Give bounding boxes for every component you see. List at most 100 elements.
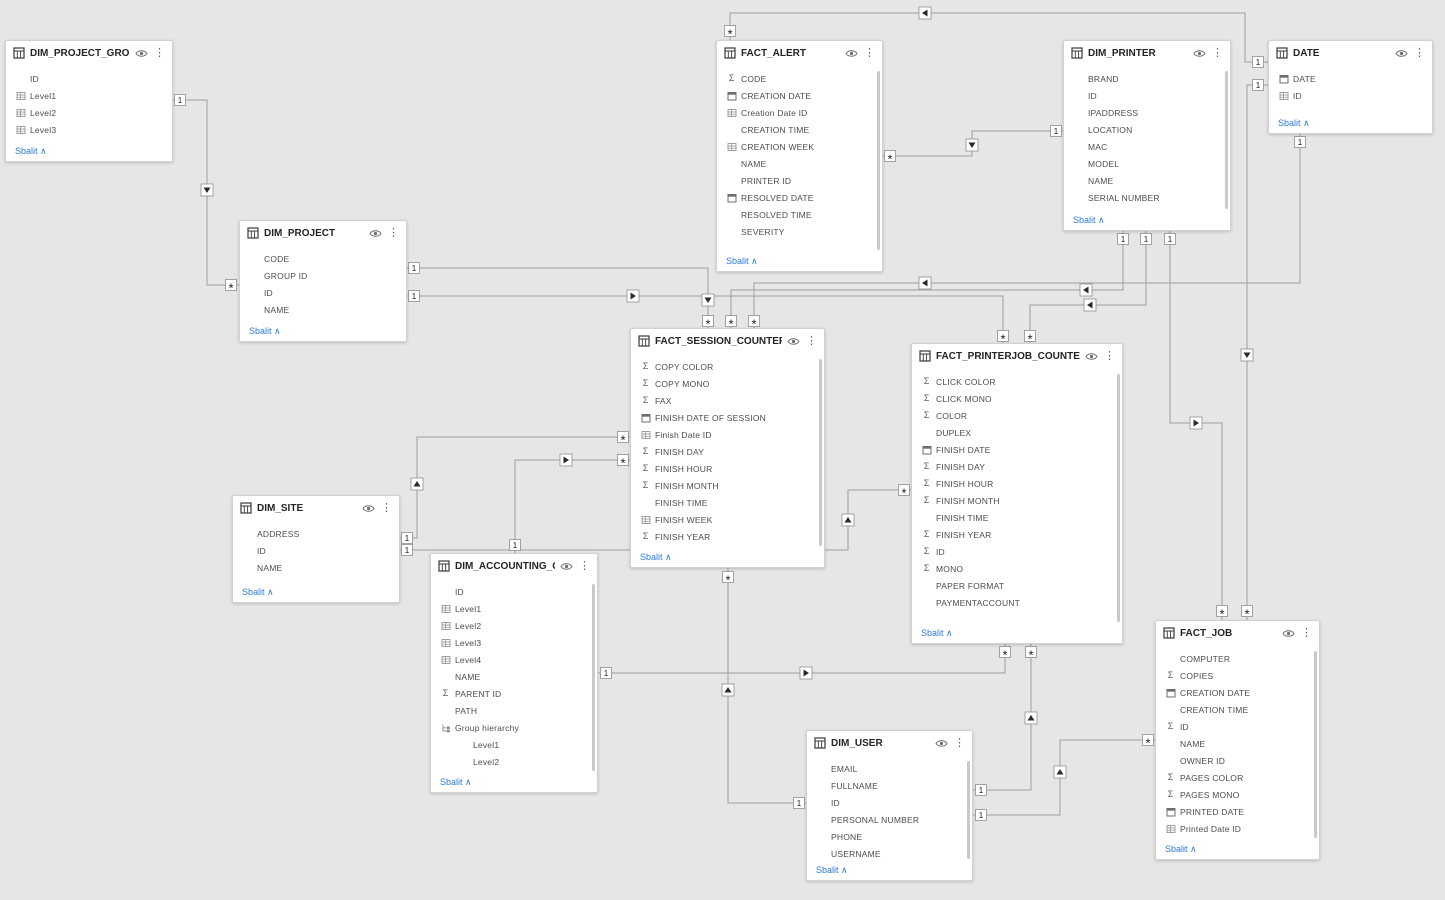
visibility-eye-icon[interactable] [935,739,948,748]
field-row[interactable]: CREATION TIME [1156,701,1319,718]
table-header[interactable]: FACT_SESSION_COUNTERS ⋮ [631,329,824,353]
field-row[interactable]: Σ FINISH MONTH [912,492,1122,509]
field-row[interactable]: Level3 [431,634,597,651]
field-row[interactable]: ID [6,70,172,87]
table-header[interactable]: DIM_PRINTER ⋮ [1064,41,1230,65]
more-options-icon[interactable]: ⋮ [806,334,817,347]
relationship-DIM_USER--FACT_SESSION_COUNTERS[interactable] [727,568,806,804]
field-row[interactable]: CREATION DATE [1156,684,1319,701]
field-row[interactable]: ID [807,794,972,811]
field-row[interactable]: DATE [1269,70,1432,87]
field-row[interactable]: PAPER FORMAT [912,577,1122,594]
field-row[interactable]: NAME [431,668,597,685]
field-row[interactable]: Level1 [6,87,172,104]
relationship-DIM_PROJECT--FACT_SESSION_COUNTERS[interactable] [407,267,709,328]
visibility-eye-icon[interactable] [560,562,573,571]
table-header[interactable]: FACT_JOB ⋮ [1156,621,1319,645]
visibility-eye-icon[interactable] [845,49,858,58]
visibility-eye-icon[interactable] [787,337,800,346]
field-row[interactable]: Σ PAGES MONO [1156,786,1319,803]
visibility-eye-icon[interactable] [369,229,382,238]
table-header[interactable]: DIM_USER ⋮ [807,731,972,755]
field-row[interactable]: ID [431,583,597,600]
field-row[interactable]: CREATION WEEK [717,138,882,155]
visibility-eye-icon[interactable] [1193,49,1206,58]
entity-table-DIM_USER[interactable]: DIM_USER ⋮ EMAIL FULLNAME ID PERSONAL NU… [806,730,973,881]
relationship-DIM_USER--FACT_PRINTERJOB_COUNTERS[interactable] [973,644,1032,791]
more-options-icon[interactable]: ⋮ [388,226,399,239]
table-header[interactable]: DATE ⋮ [1269,41,1432,65]
collapse-link[interactable]: Sbalit ∧ [726,256,758,266]
more-options-icon[interactable]: ⋮ [154,46,165,59]
field-row[interactable]: Level3 [6,121,172,138]
field-row[interactable]: EMAIL [807,760,972,777]
collapse-link[interactable]: Sbalit ∧ [816,865,848,875]
entity-table-FACT_JOB[interactable]: FACT_JOB ⋮ COMPUTER Σ COPIES CREATION DA… [1155,620,1320,860]
more-options-icon[interactable]: ⋮ [1104,349,1115,362]
field-row[interactable]: CREATION TIME [717,121,882,138]
collapse-link[interactable]: Sbalit ∧ [242,587,274,597]
table-scrollbar[interactable] [819,359,822,546]
field-row[interactable]: NAME [233,559,399,576]
field-row[interactable]: FINISH TIME [912,509,1122,526]
field-row[interactable]: Σ COLOR [912,407,1122,424]
field-row[interactable]: Σ FINISH YEAR [912,526,1122,543]
field-row[interactable]: Level2 [6,104,172,121]
entity-table-DIM_SITE[interactable]: DIM_SITE ⋮ ADDRESS ID NAME Sbalit ∧ [232,495,400,603]
table-scrollbar[interactable] [1314,651,1317,838]
field-row[interactable]: OWNER ID [1156,752,1319,769]
field-row[interactable]: GROUP ID [240,267,406,284]
collapse-link[interactable]: Sbalit ∧ [1165,844,1197,854]
entity-table-DIM_PROJECT[interactable]: DIM_PROJECT ⋮ CODE GROUP ID ID NAME Sbal… [239,220,407,342]
table-header[interactable]: DIM_SITE ⋮ [233,496,399,520]
visibility-eye-icon[interactable] [135,49,148,58]
table-header[interactable]: DIM_PROJECT ⋮ [240,221,406,245]
collapse-link[interactable]: Sbalit ∧ [249,326,281,336]
field-row[interactable]: FINISH WEEK [631,511,824,528]
field-row[interactable]: Level2 [431,617,597,634]
field-row[interactable]: Σ FINISH DAY [912,458,1122,475]
field-row[interactable]: NAME [240,301,406,318]
field-row[interactable]: Creation Date ID [717,104,882,121]
relationship-DATE--FACT_SESSION_COUNTERS[interactable] [753,134,1301,328]
entity-table-DIM_PROJECT_GROUP[interactable]: DIM_PROJECT_GROUP ⋮ ID Level1 Level2 Lev… [5,40,173,162]
collapse-link[interactable]: Sbalit ∧ [15,146,47,156]
field-row[interactable]: Group hierarchy [431,719,597,736]
field-row[interactable]: PRINTER ID [717,172,882,189]
more-options-icon[interactable]: ⋮ [1212,46,1223,59]
field-row[interactable]: Σ CODE [717,70,882,87]
field-row[interactable]: NAME [717,155,882,172]
visibility-eye-icon[interactable] [362,504,375,513]
field-row[interactable]: PAYMENTACCOUNT [912,594,1122,611]
field-row[interactable]: PATH [431,702,597,719]
visibility-eye-icon[interactable] [1282,629,1295,638]
field-row[interactable]: PHONE [807,828,972,845]
visibility-eye-icon[interactable] [1395,49,1408,58]
table-header[interactable]: FACT_ALERT ⋮ [717,41,882,65]
collapse-link[interactable]: Sbalit ∧ [921,628,953,638]
relationship-DIM_ACCOUNTING_G--FACT_SESSION_COUNTERS[interactable] [514,459,630,553]
more-options-icon[interactable]: ⋮ [1414,46,1425,59]
field-row[interactable]: Σ MONO [912,560,1122,577]
table-scrollbar[interactable] [1117,374,1120,622]
table-scrollbar[interactable] [592,584,595,771]
field-row[interactable]: Level4 [431,651,597,668]
field-row[interactable]: Σ COPIES [1156,667,1319,684]
field-row[interactable]: Σ CLICK MONO [912,390,1122,407]
field-row[interactable]: USERNAME [807,845,972,861]
field-row[interactable]: Σ ID [912,543,1122,560]
field-row[interactable]: Finish Date ID [631,426,824,443]
field-row[interactable]: Σ FAX [631,392,824,409]
field-row[interactable]: NAME [1156,735,1319,752]
more-options-icon[interactable]: ⋮ [381,501,392,514]
field-row[interactable]: Σ ID [1156,718,1319,735]
table-scrollbar[interactable] [967,761,970,859]
field-row[interactable]: FINISH DATE OF SESSION [631,409,824,426]
field-row[interactable]: Σ PARENT ID [431,685,597,702]
field-row[interactable]: BRAND [1064,70,1230,87]
more-options-icon[interactable]: ⋮ [954,736,965,749]
field-row[interactable]: Σ FINISH DAY [631,443,824,460]
collapse-link[interactable]: Sbalit ∧ [440,777,472,787]
field-row[interactable]: Σ CLICK COLOR [912,373,1122,390]
